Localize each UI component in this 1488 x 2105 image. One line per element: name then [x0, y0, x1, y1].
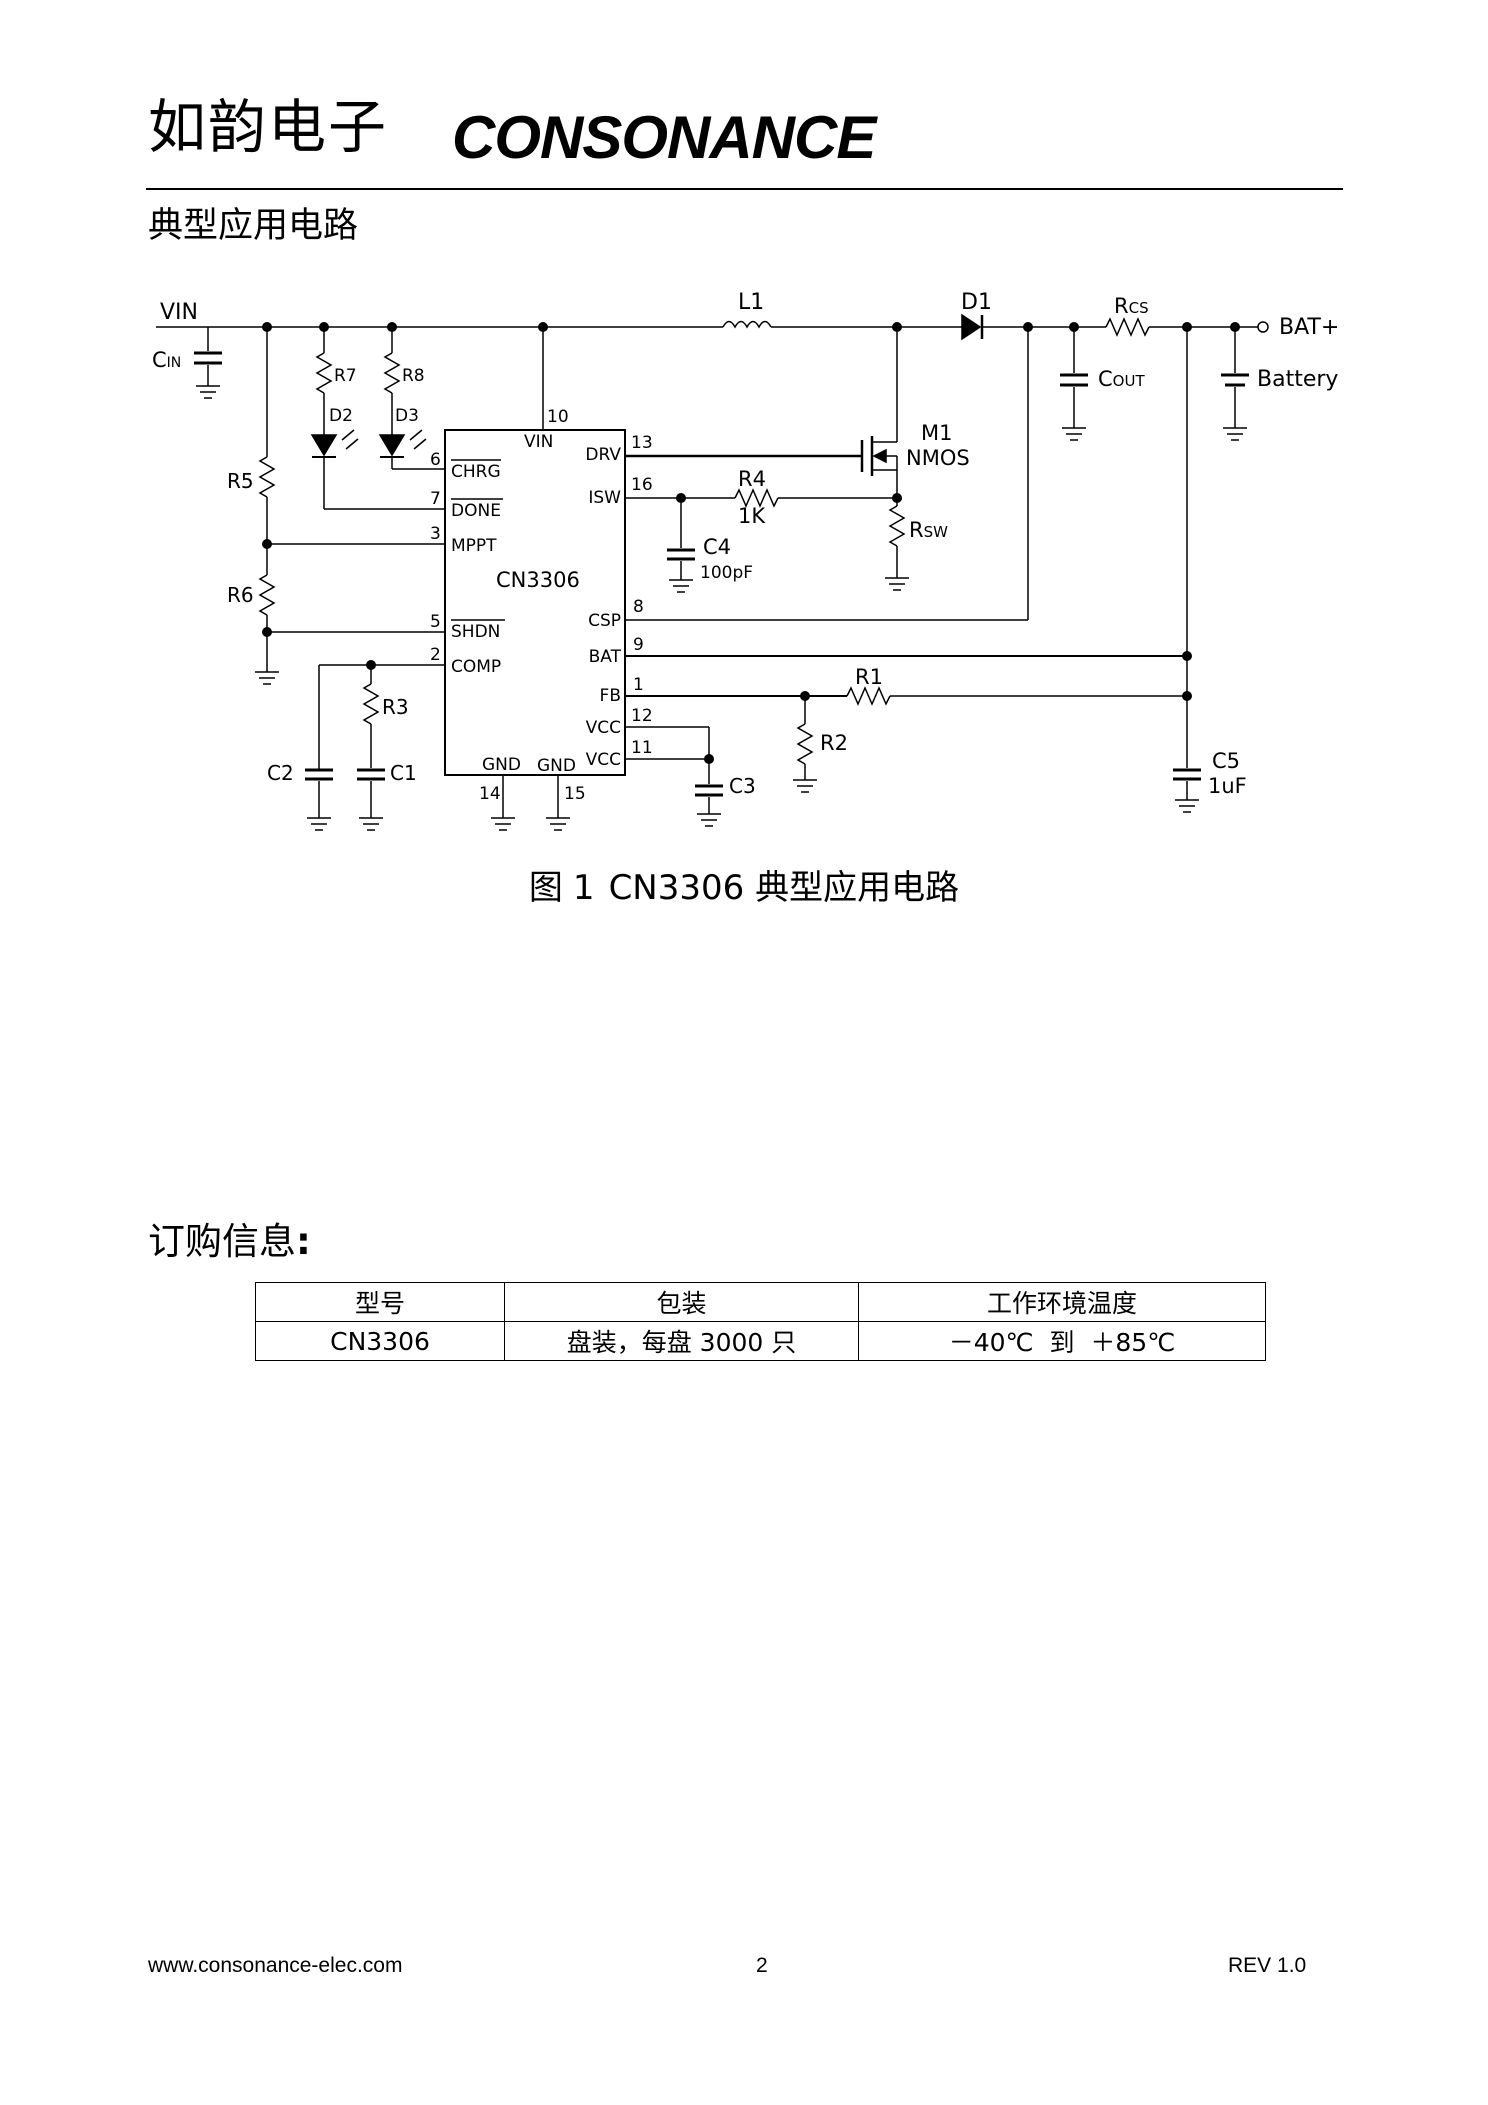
pin-number-isw: 16: [631, 475, 653, 495]
pin-number-vcc1: 12: [631, 706, 653, 726]
c4-label: C4: [703, 535, 731, 559]
pin-name-gnd1: GND: [482, 755, 521, 775]
c4-value: 100pF: [700, 563, 753, 583]
header-model: 型号: [255, 1282, 505, 1322]
pin-name-vcc1: VCC: [586, 718, 621, 738]
pin-name-drv: DRV: [585, 445, 621, 465]
typical-application-schematic: VIN CIN L1 D1 RCS BAT+ Battery COUT R7 R…: [152, 290, 1339, 831]
m1-label: M1: [921, 421, 952, 445]
cell-package: 盘装，每盘 3000 只: [504, 1321, 859, 1361]
footer-website: www.consonance-elec.com: [148, 1954, 403, 1977]
footer-revision: REV 1.0: [1228, 1954, 1307, 1977]
pin-number-vcc2: 11: [631, 738, 653, 758]
rsw-label: RSW: [909, 518, 948, 542]
pin-name-bat: BAT: [589, 647, 622, 667]
pin-number-mppt: 3: [430, 524, 441, 544]
c5-value: 1uF: [1208, 774, 1247, 798]
c2-label: C2: [267, 761, 294, 785]
pin-name-fb: FB: [600, 686, 621, 706]
bat-plus-label: BAT+: [1279, 315, 1339, 340]
battery-label: Battery: [1257, 367, 1338, 392]
pin-number-gnd2: 15: [564, 784, 586, 804]
footer-page-number: 2: [756, 1954, 768, 1977]
ordering-title: 订购信息:: [148, 1220, 311, 1263]
r5-label: R5: [227, 469, 254, 493]
pin-number-csp: 8: [633, 597, 644, 617]
company-logo-en: CONSONANCE: [452, 104, 876, 171]
pin-name-done: DONE: [451, 501, 501, 521]
pin-name-gnd2: GND: [537, 756, 576, 776]
pin-name-vcc2: VCC: [586, 750, 621, 770]
pin-name-chrg: CHRG: [451, 462, 501, 482]
pin-number-fb: 1: [633, 675, 644, 695]
header-package: 包装: [504, 1282, 859, 1322]
company-name-cn: 如韵电子: [148, 93, 389, 161]
r4-label: R4: [738, 467, 766, 491]
pin-number-bat: 9: [633, 635, 644, 655]
r3-label: R3: [382, 695, 409, 719]
pin-name-csp: CSP: [588, 611, 621, 631]
c1-label: C1: [390, 761, 417, 785]
pin-number-comp: 2: [430, 645, 441, 665]
r7-label: R7: [334, 366, 357, 386]
table-row: CN3306 盘装，每盘 3000 只 －40℃ 到 ＋85℃: [255, 1321, 1266, 1361]
d3-label: D3: [395, 406, 419, 426]
c5-label: C5: [1212, 749, 1240, 773]
pin-name-vin: VIN: [524, 432, 553, 452]
figure-number: 1: [572, 868, 595, 908]
l1-label: L1: [738, 290, 764, 315]
rcs-label: RCS: [1114, 294, 1149, 318]
pin-number-done: 7: [430, 489, 441, 509]
pin-name-shdn: SHDN: [451, 622, 500, 642]
vin-label: VIN: [160, 300, 198, 325]
r8-label: R8: [402, 366, 425, 386]
pin-number-gnd1: 14: [479, 784, 501, 804]
cell-model: CN3306: [255, 1321, 505, 1361]
d2-label: D2: [329, 406, 353, 426]
section-title: 典型应用电路: [148, 206, 359, 246]
pin-number-vin: 10: [547, 407, 569, 427]
d1-label: D1: [961, 290, 992, 315]
pin-number-drv: 13: [631, 433, 653, 453]
figure-title: CN3306 典型应用电路: [608, 868, 960, 908]
pin-number-shdn: 5: [430, 612, 441, 632]
header-divider: [146, 188, 1343, 190]
c3-label: C3: [729, 774, 756, 798]
pin-number-chrg: 6: [430, 450, 441, 470]
pin-name-isw: ISW: [588, 488, 621, 508]
r1-label: R1: [855, 665, 883, 689]
pin-name-comp: COMP: [451, 657, 501, 677]
table-header-row: 型号 包装 工作环境温度: [255, 1282, 1266, 1322]
header-temperature: 工作环境温度: [858, 1282, 1266, 1322]
r2-label: R2: [820, 731, 848, 755]
cell-temperature: －40℃ 到 ＋85℃: [858, 1321, 1266, 1361]
r6-label: R6: [227, 583, 254, 607]
ordering-table: 型号 包装 工作环境温度 CN3306 盘装，每盘 3000 只 －40℃ 到 …: [255, 1282, 1266, 1361]
nmos-label: NMOS: [906, 446, 970, 470]
chip-name: CN3306: [496, 568, 580, 592]
cin-label: CIN: [152, 348, 181, 372]
cout-label: COUT: [1098, 367, 1145, 391]
figure-label: 图: [528, 868, 563, 908]
r4-value: 1K: [738, 504, 766, 528]
pin-name-mppt: MPPT: [451, 536, 497, 556]
